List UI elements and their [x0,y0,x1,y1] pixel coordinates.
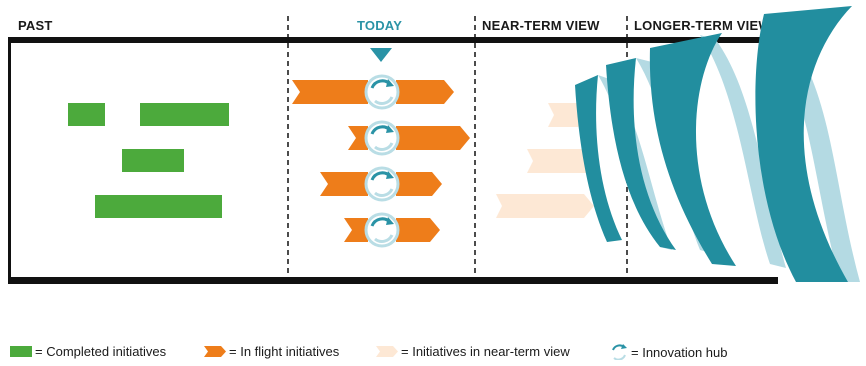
near-term-swatch-icon [376,346,398,357]
in-flight-initiative [396,218,440,242]
completed-initiative [68,103,105,126]
wave-ribbon-dark [649,33,736,266]
wave-ribbon-light [700,35,786,268]
in-flight-row [344,212,440,248]
legend-label-near-term: = Initiatives in near-term view [401,344,570,359]
today-marker-icon [370,48,392,62]
innovation-hub-swatch-icon [612,344,627,360]
completed-initiative [140,103,229,126]
near-term-initiative [496,194,594,218]
legend-item-near-term: = Initiatives in near-term view [376,344,570,359]
header-today: TODAY [357,18,403,33]
in-flight-row [320,166,442,202]
in-flight-initiative [344,218,368,242]
wave-ribbon-dark [606,58,676,250]
wave-ribbon-dark [755,6,852,282]
innovation-hub-icon [364,212,400,248]
top-timeline-rail [8,37,772,43]
in-flight-swatch-icon [204,346,226,357]
in-flight-initiative [348,126,368,150]
longer-term-waves [575,6,860,282]
legend-item-completed: = Completed initiatives [10,344,166,359]
header-near-term: NEAR-TERM VIEW [482,18,600,33]
in-flight-initiative [320,172,368,196]
in-flight-initiative [396,126,470,150]
in-flight-row [348,120,470,156]
legend-label-hub: = Innovation hub [631,344,728,360]
in-flight-row [292,74,454,110]
completed-initiative [95,195,222,218]
legend-label-completed: = Completed initiatives [35,344,167,359]
legend-item-in-flight: = In flight initiatives [204,344,339,359]
wave-ribbon-dark [575,75,622,242]
innovation-hub-icon [364,120,400,156]
legend: = Completed initiatives = In flight init… [0,344,866,362]
innovation-hub-icon [364,166,400,202]
near-term-initiative [527,149,598,173]
bottom-timeline-rail [8,277,778,284]
header-longer-term: LONGER-TERM VIEW [634,18,771,33]
legend-label-in-flight: = In flight initiatives [229,344,340,359]
wave-ribbon-light [762,28,860,282]
left-border [8,37,11,283]
header-past: PAST [18,18,53,33]
innovation-hub-icon [364,74,400,110]
in-flight-initiative [396,80,454,104]
in-flight-initiative [292,80,368,104]
legend-item-hub: = Innovation hub [610,344,728,360]
completed-swatch-icon [10,346,32,357]
completed-initiative [122,149,184,172]
in-flight-initiative [396,172,442,196]
